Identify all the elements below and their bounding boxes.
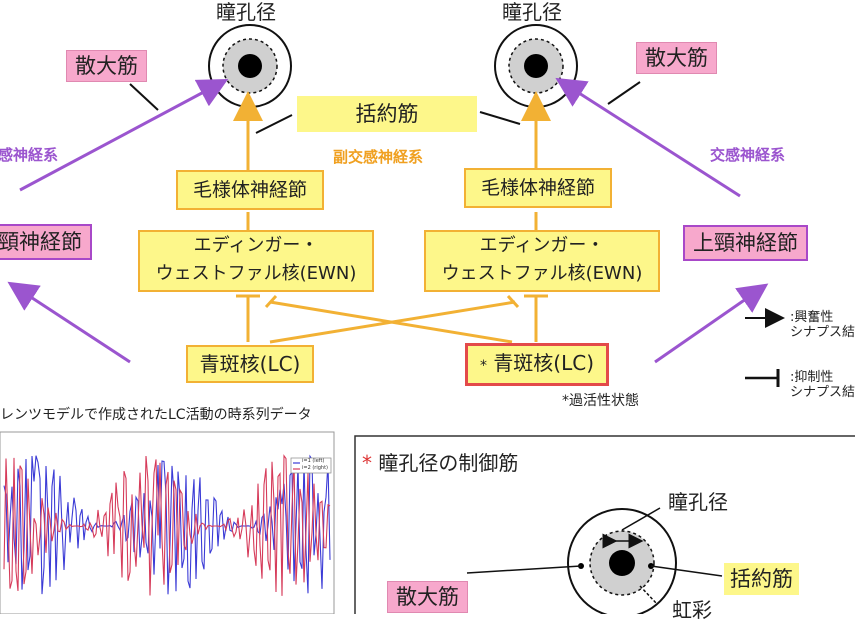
inset-title: * 瞳孔径の制御筋 — [362, 447, 518, 476]
ewn-right-line1: エディンガー・ — [479, 235, 605, 256]
legend-excitatory-line2: シナプス結 — [790, 325, 855, 340]
legend-inhibitory-line1: :抑制性 — [790, 370, 834, 385]
scg-right: 上頸神経節 — [683, 225, 808, 261]
timeseries-trace — [3, 454, 331, 596]
lc-right-mark: * — [479, 358, 487, 374]
inset-dilator-label: 散大筋 — [387, 581, 468, 613]
ewn-right-line2: ウェストファル核(EWN) — [441, 263, 643, 284]
scg-left: 頸神経節 — [0, 224, 92, 260]
legend-excitatory-line1: :興奮性 — [790, 310, 834, 325]
ciliary-ganglion-right: 毛様体神経節 — [464, 168, 612, 208]
legend-inhibitory: :抑制性 シナプス結 — [790, 370, 855, 400]
lc-right: * 青斑核(LC) — [465, 343, 609, 386]
lc-left: 青斑核(LC) — [186, 345, 314, 383]
timeseries-legend-right: i=2 (right) — [302, 465, 328, 471]
pupil-label-right: 瞳孔径 — [502, 0, 562, 24]
timeseries-caption: レンツモデルで作成されたLC活動の時系列データ — [0, 407, 312, 423]
inset-title-mark: * — [362, 451, 372, 475]
sympathetic-label-right: 交感神経系 — [710, 146, 786, 164]
pupil-label-left: 瞳孔径 — [216, 0, 276, 24]
ewn-left-line1: エディンガー・ — [193, 235, 319, 256]
inset-pupil-label: 瞳孔径 — [668, 490, 728, 514]
eye-left — [208, 24, 292, 108]
inset-sphincter-label: 括約筋 — [724, 563, 799, 595]
inset-iris-label: 虹彩 — [672, 598, 712, 622]
ewn-left-line2: ウェストファル核(EWN) — [155, 263, 357, 284]
inset-title-text: 瞳孔径の制御筋 — [378, 451, 519, 475]
inset-eye — [567, 508, 677, 614]
timeseries-trace — [3, 454, 331, 595]
dilator-label-right: 散大筋 — [636, 42, 717, 74]
sympathetic-label-left: 感神経系 — [0, 146, 59, 164]
ewn-left: エディンガー・ ウェストファル核(EWN) — [138, 230, 374, 292]
timeseries-legend-left: i=1 (left) — [302, 458, 325, 464]
timeseries-plot — [3, 454, 331, 596]
ciliary-ganglion-left: 毛様体神経節 — [176, 170, 324, 210]
dilator-label-left: 散大筋 — [66, 50, 147, 82]
ewn-right: エディンガー・ ウェストファル核(EWN) — [424, 230, 660, 292]
sphincter-label: 括約筋 — [297, 96, 477, 132]
legend-inhibitory-line2: シナプス結 — [790, 385, 855, 400]
eye-right — [494, 24, 578, 108]
lc-right-label: 青斑核(LC) — [493, 351, 595, 375]
parasympathetic-label: 副交感神経系 — [333, 148, 424, 166]
legend-excitatory: :興奮性 シナプス結 — [790, 310, 855, 340]
hyperactive-note: *過活性状態 — [562, 393, 639, 409]
